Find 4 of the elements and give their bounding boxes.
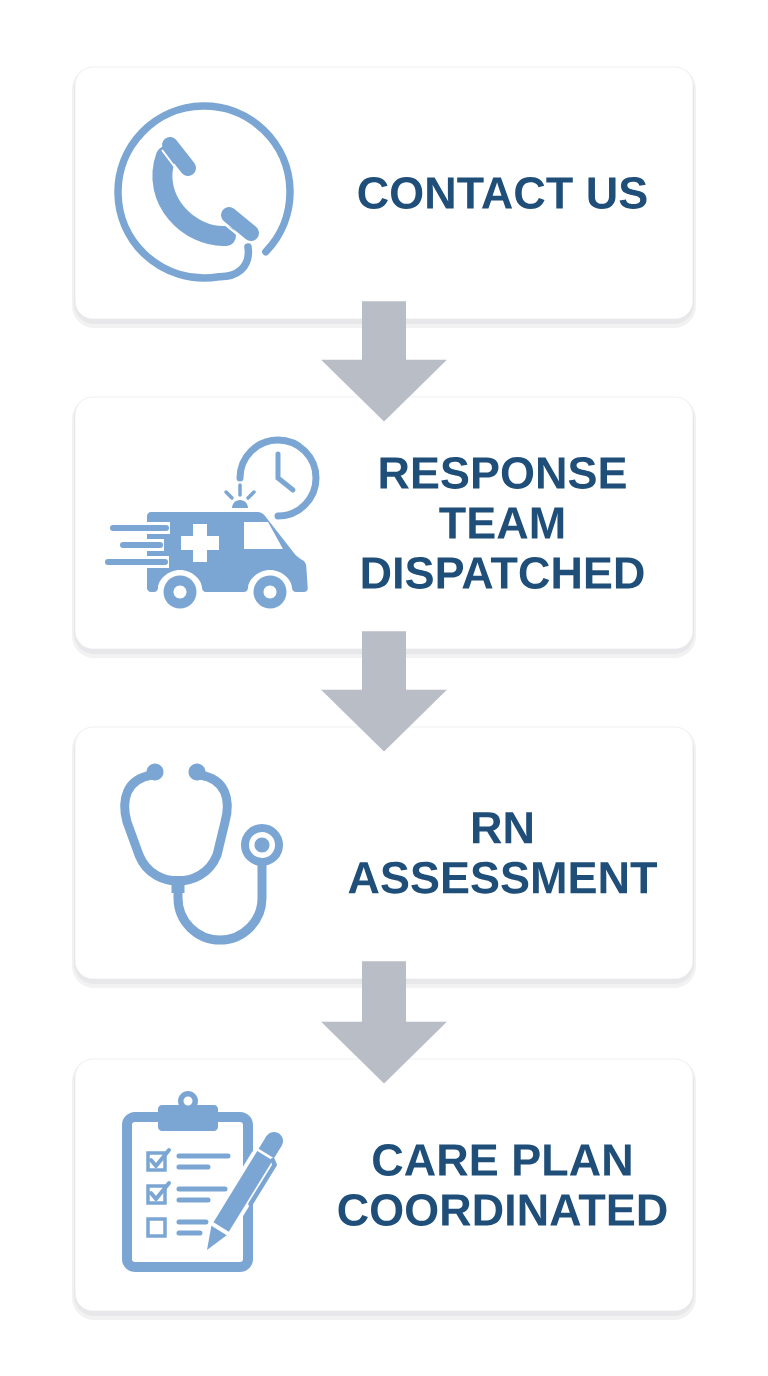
- process-box: CONTACT US: [72, 66, 696, 328]
- process-box: RESPONSE TEAM DISPATCHED: [72, 396, 696, 658]
- process-box: CARE PLAN COORDINATED: [72, 1058, 696, 1320]
- process-box: RN ASSESSMENT: [72, 726, 696, 988]
